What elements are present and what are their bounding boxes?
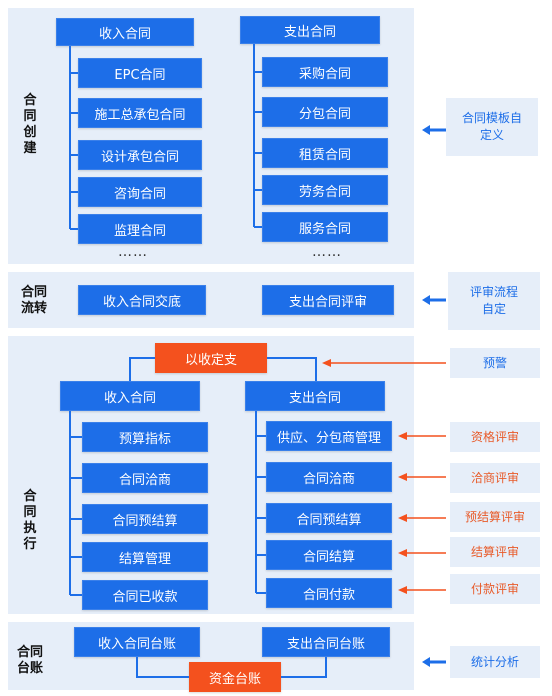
- side-pre-settlement-review[interactable]: 预结算评审: [450, 502, 540, 532]
- income-item-consulting[interactable]: 咨询合同: [78, 177, 202, 207]
- expense-contract-head[interactable]: 支出合同: [240, 16, 380, 44]
- exec-income-pre-settlement[interactable]: 合同预结算: [82, 504, 208, 534]
- exec-income-settlement-mgmt[interactable]: 结算管理: [82, 542, 208, 572]
- exec-expense-head[interactable]: 支出合同: [245, 381, 385, 411]
- exec-income-head[interactable]: 收入合同: [60, 381, 200, 411]
- exec-income-received[interactable]: 合同已收款: [82, 580, 208, 610]
- expense-item-subcontract[interactable]: 分包合同: [262, 97, 388, 127]
- exec-expense-settlement[interactable]: 合同结算: [266, 540, 392, 570]
- section-title-ledger: 合同台账: [16, 645, 43, 676]
- section-title-execution: 合同执行: [22, 489, 38, 553]
- side-warning[interactable]: 预警: [450, 348, 540, 378]
- side-payment-review[interactable]: 付款评审: [450, 574, 540, 604]
- side-review-process[interactable]: 评审流程自定: [448, 272, 540, 330]
- exec-income-budget[interactable]: 预算指标: [82, 422, 208, 452]
- side-settlement-review[interactable]: 结算评审: [450, 537, 540, 567]
- exec-expense-supplier-mgmt[interactable]: 供应、分包商管理: [266, 421, 392, 451]
- income-contract-briefing[interactable]: 收入合同交底: [78, 285, 206, 315]
- section-title-flow: 合同流转: [20, 285, 47, 316]
- income-determines-expense[interactable]: 以收定支: [155, 343, 267, 373]
- expense-item-labor[interactable]: 劳务合同: [262, 175, 388, 205]
- side-qualification-review[interactable]: 资格评审: [450, 422, 540, 452]
- expense-contract-ledger[interactable]: 支出合同台账: [262, 627, 390, 657]
- exec-expense-payment[interactable]: 合同付款: [266, 578, 392, 608]
- side-template-custom-text: 合同模板自定义: [461, 111, 522, 142]
- exec-income-negotiation[interactable]: 合同洽商: [82, 463, 208, 493]
- fund-ledger[interactable]: 资金台账: [189, 662, 281, 692]
- side-template-custom[interactable]: 合同模板自定义: [446, 98, 538, 156]
- income-item-general-construction[interactable]: 施工总承包合同: [78, 98, 202, 128]
- expense-more-ellipsis: ……: [312, 244, 342, 260]
- expense-item-service[interactable]: 服务合同: [262, 212, 388, 242]
- section-title-execution-text: 合同执行: [23, 489, 37, 552]
- expense-item-lease[interactable]: 租赁合同: [262, 138, 388, 168]
- income-contract-head[interactable]: 收入合同: [56, 18, 194, 46]
- exec-expense-negotiation[interactable]: 合同洽商: [266, 462, 392, 492]
- section-title-creation: 合同创建: [22, 93, 38, 157]
- income-contract-ledger[interactable]: 收入合同台账: [74, 627, 200, 657]
- side-statistics[interactable]: 统计分析: [450, 646, 540, 678]
- section-title-creation-text: 合同创建: [23, 93, 37, 156]
- expense-item-procurement[interactable]: 采购合同: [262, 57, 388, 87]
- income-more-ellipsis: ……: [118, 244, 148, 260]
- side-negotiation-review[interactable]: 洽商评审: [450, 463, 540, 493]
- expense-contract-review[interactable]: 支出合同评审: [262, 285, 394, 315]
- exec-expense-pre-settlement[interactable]: 合同预结算: [266, 503, 392, 533]
- income-item-epc[interactable]: EPC合同: [78, 58, 202, 88]
- income-item-design[interactable]: 设计承包合同: [78, 140, 202, 170]
- side-review-process-text: 评审流程自定: [469, 285, 518, 316]
- income-item-supervision[interactable]: 监理合同: [78, 214, 202, 244]
